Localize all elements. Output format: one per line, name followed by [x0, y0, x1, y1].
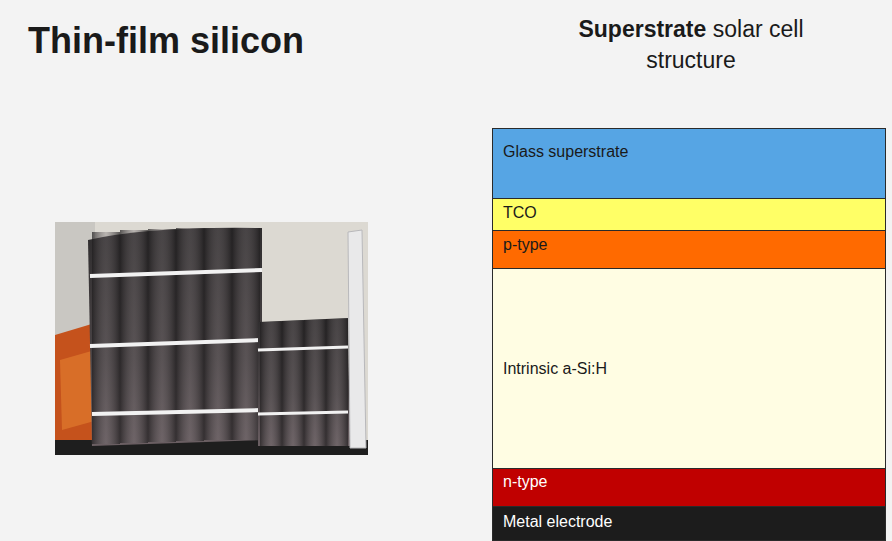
material-layer: Intrinsic a-Si:H [492, 268, 886, 469]
layer-label: Intrinsic a-Si:H [493, 360, 617, 378]
tile-column [326, 319, 348, 446]
layer-label: Metal electrode [493, 513, 622, 531]
tile-panel-small [258, 318, 350, 446]
material-layer: n-type [492, 468, 886, 507]
tile-stripe [258, 347, 348, 350]
layer-label: Glass superstrate [493, 143, 638, 161]
tile-column [204, 228, 232, 440]
tile-stripes [90, 270, 262, 414]
layer-label: TCO [493, 204, 547, 222]
layer-label: p-type [493, 236, 557, 254]
layer-label: n-type [493, 473, 557, 491]
material-layer: TCO [492, 198, 886, 231]
tile-column [148, 229, 176, 442]
tile-column [282, 321, 304, 446]
tile-panel [88, 228, 366, 448]
structure-header: Superstratesolar cell structure [556, 14, 826, 76]
material-layer: Glass superstrate [492, 128, 886, 199]
tile-column [176, 228, 204, 441]
tile-stripe [258, 412, 348, 414]
material-layer: p-type [492, 230, 886, 269]
tile-panel-large [88, 228, 262, 446]
header-text: Superstrate [578, 16, 706, 42]
tile-column [304, 320, 326, 446]
tile-stripe [90, 340, 262, 346]
wall [55, 222, 368, 455]
material-layer: Metal electrode [492, 506, 886, 541]
tile-stripes-small [258, 347, 348, 414]
tile-columns-small [260, 319, 348, 446]
slide-title: Thin-film silicon [28, 20, 304, 62]
tile-stripe [92, 410, 262, 414]
photo-frame [55, 222, 368, 455]
rolled-sheet [348, 230, 366, 448]
tile-stripe [90, 270, 262, 276]
tile-column [260, 322, 282, 446]
